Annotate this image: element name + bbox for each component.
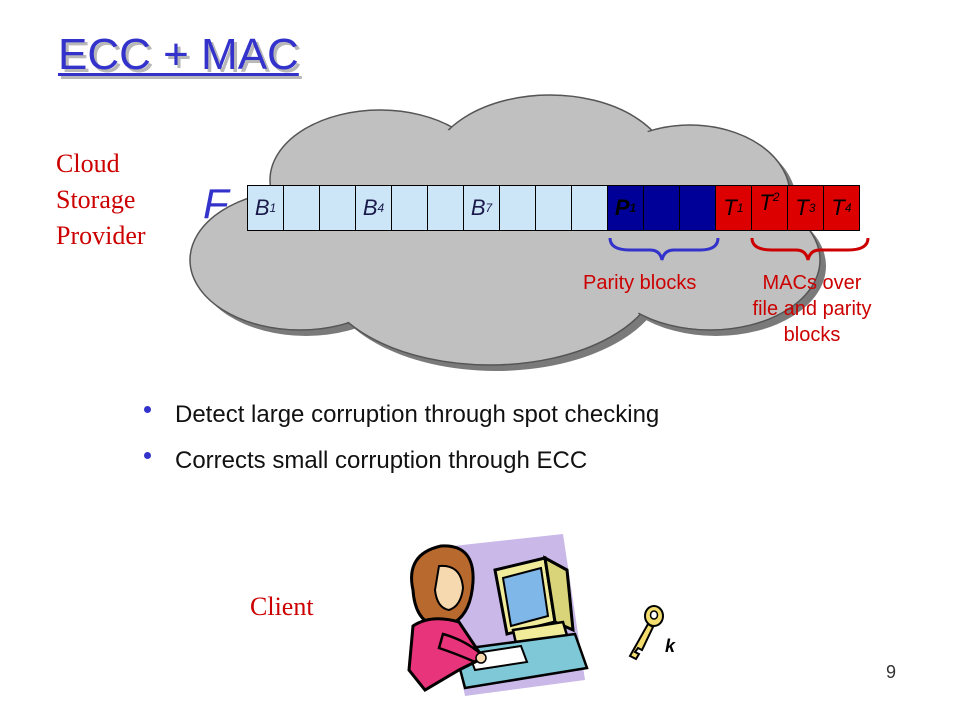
block-subscript: 1: [269, 201, 277, 215]
block-subscript: 1: [629, 201, 637, 215]
parity-block: [643, 185, 680, 231]
bullet-list: Detect large corruption through spot che…: [140, 392, 659, 484]
bullet-item: Detect large corruption through spot che…: [140, 392, 659, 438]
bullet-text: Corrects small corruption through ECC: [175, 447, 588, 474]
block-subscript: 3: [808, 201, 816, 215]
block-label: B: [470, 195, 486, 220]
key-label: k: [665, 636, 676, 656]
data-block: [499, 185, 536, 231]
key-icon: [628, 605, 664, 661]
data-block: [571, 185, 608, 231]
block-label: T: [759, 190, 773, 215]
block-label: B: [362, 195, 378, 220]
block-subscript: 7: [485, 201, 493, 215]
block-label: T: [723, 195, 737, 220]
parity-blocks-label: Parity blocks: [583, 272, 697, 294]
provider-label-line: Storage: [56, 185, 136, 214]
macs-label: MACs over file and parity blocks: [722, 270, 902, 348]
file-label: F: [203, 180, 229, 227]
block-subscript: 1: [736, 201, 744, 215]
bullet-dot-icon: [144, 452, 151, 459]
data-block: [427, 185, 464, 231]
block-label: T: [831, 195, 845, 220]
bullet-text: Detect large corruption through spot che…: [175, 401, 660, 428]
data-block: [283, 185, 320, 231]
slide-title: ECC + MAC: [58, 30, 299, 79]
block-label: P: [614, 195, 630, 220]
parity-block: [679, 185, 716, 231]
client-label: Client: [250, 592, 314, 621]
block-subscript: 4: [844, 201, 852, 215]
bullet-item: Corrects small corruption through ECC: [140, 438, 659, 484]
block-subscript: 2: [772, 190, 780, 204]
block-subscript: 4: [377, 201, 385, 215]
provider-label-line: Cloud: [56, 149, 120, 178]
data-block: [535, 185, 572, 231]
block-label: T: [795, 195, 809, 220]
macs-label-line: file and parity: [752, 298, 872, 320]
brace-icon: [608, 237, 870, 261]
data-block: [391, 185, 428, 231]
data-block: [319, 185, 356, 231]
cloud-storage-provider-label: Cloud Storage Provider: [56, 146, 146, 254]
page-number: 9: [886, 662, 897, 682]
bullet-dot-icon: [144, 406, 151, 413]
woman-at-computer-clipart: [407, 534, 589, 696]
provider-label-line: Provider: [56, 221, 146, 250]
macs-label-line: blocks: [783, 324, 841, 346]
macs-label-line: MACs over: [762, 272, 862, 294]
block-label: B: [254, 195, 270, 220]
